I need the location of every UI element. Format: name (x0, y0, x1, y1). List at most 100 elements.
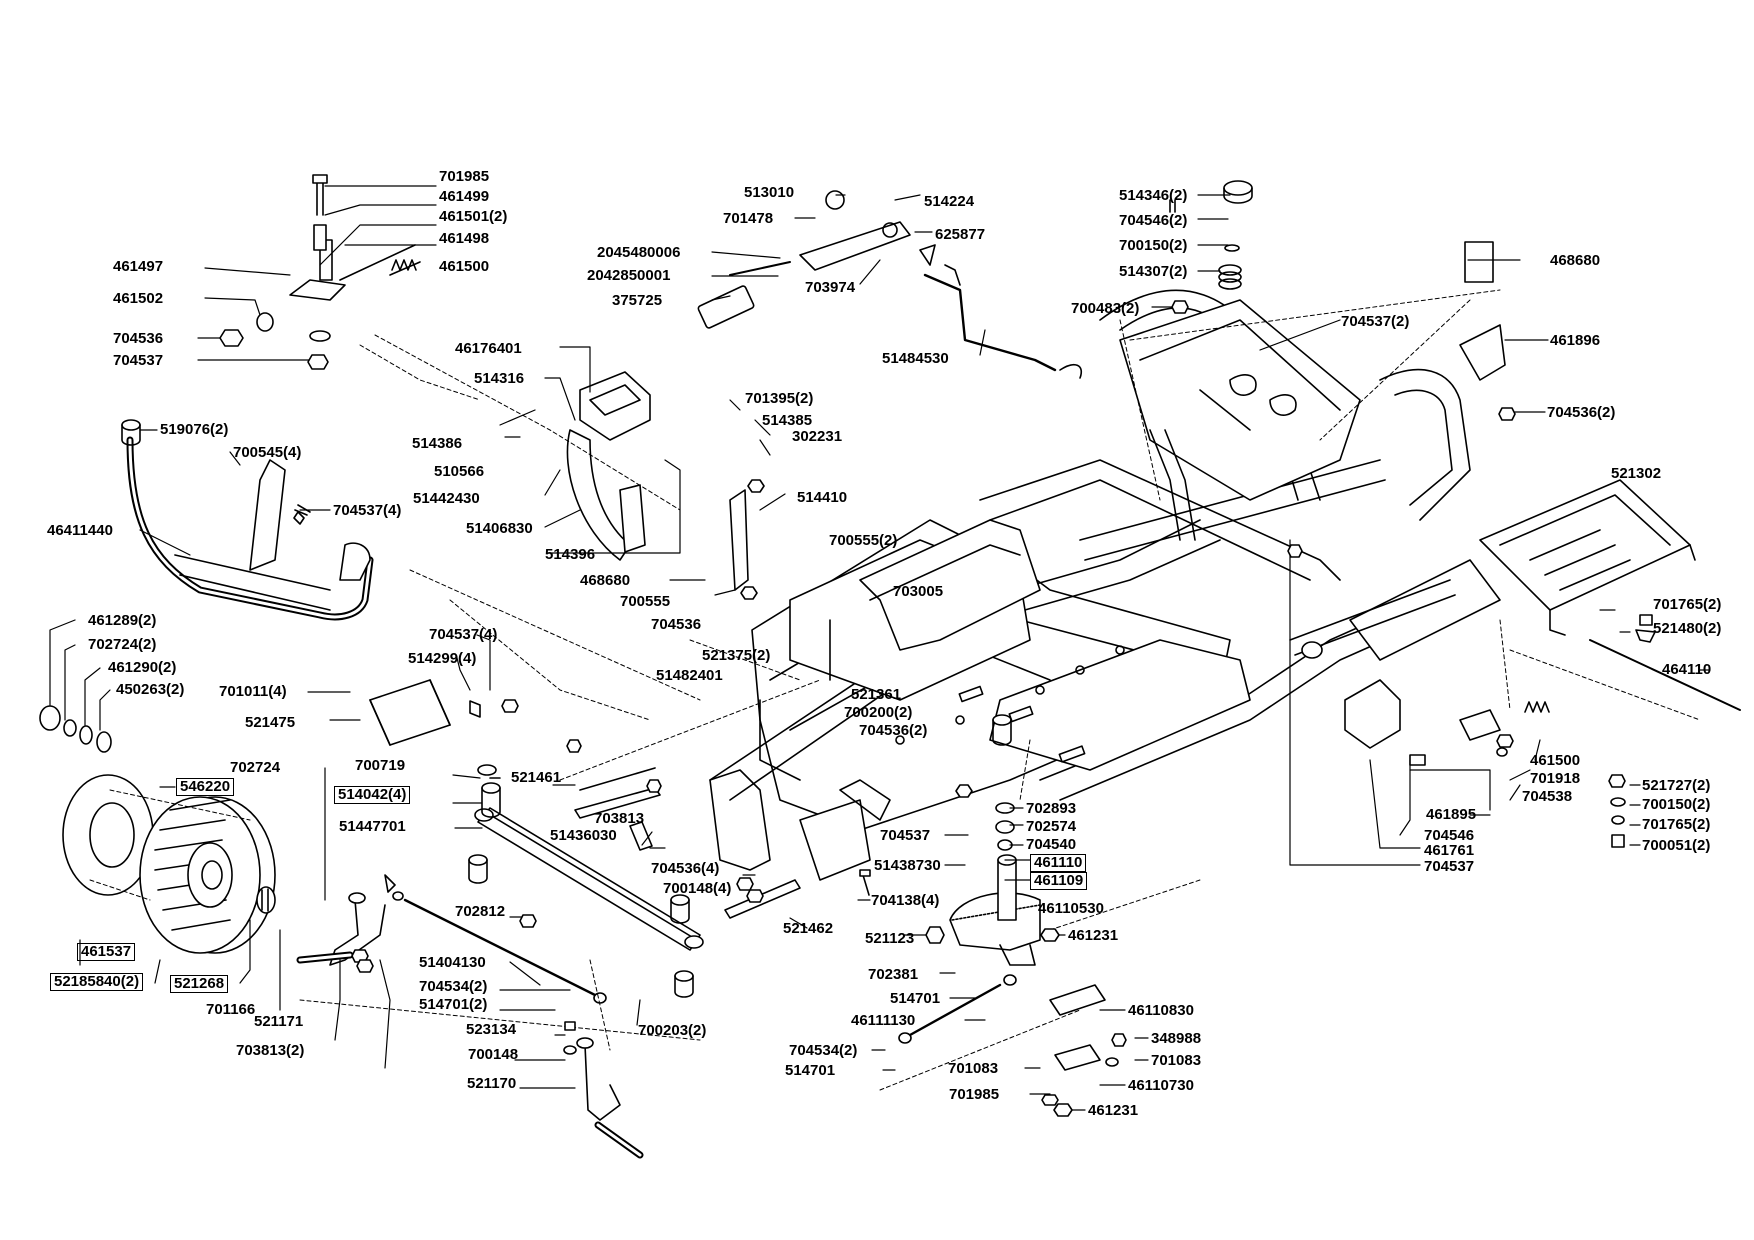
part-label: 700555(2) (829, 532, 898, 549)
part-label: 700719 (355, 757, 406, 774)
part-label: 461501(2) (439, 208, 508, 225)
part-label: 51482401 (656, 667, 723, 684)
part-label: 546220 (176, 778, 235, 796)
part-label: 461290(2) (108, 659, 177, 676)
part-label: 461502 (113, 290, 164, 307)
part-label: 521171 (254, 1013, 304, 1030)
part-label: 704537(4) (333, 502, 402, 519)
part-label: 704536(2) (1547, 404, 1616, 421)
part-label: 514042(4) (334, 786, 411, 804)
part-label: 464110 (1662, 661, 1712, 678)
part-label: 461761 (1424, 842, 1475, 859)
part-label: 514346(2) (1119, 187, 1188, 204)
part-label: 513010 (744, 184, 795, 201)
part-label: 468680 (580, 572, 631, 589)
part-label: 702381 (868, 966, 919, 983)
part-label: 51442430 (413, 490, 480, 507)
leader-lines (49, 185, 1711, 1111)
part-label: 704537 (1424, 858, 1475, 875)
part-label: 514701 (890, 990, 941, 1007)
front-axle (468, 782, 704, 998)
rear-plate (1479, 479, 1696, 636)
part-label: 461500 (1530, 752, 1581, 769)
part-label: 702812 (455, 903, 506, 920)
main-frame (709, 289, 1501, 881)
part-label: 703005 (893, 583, 944, 600)
part-label: 701478 (723, 210, 774, 227)
part-label: 704534(2) (789, 1042, 858, 1059)
part-label: 704546 (1424, 827, 1475, 844)
part-label: 461109 (1030, 872, 1088, 890)
part-label: 514316 (474, 370, 525, 387)
part-label: 702724 (230, 759, 281, 776)
part-label: 514410 (797, 489, 848, 506)
part-label: 701918 (1530, 770, 1581, 787)
part-label: 700051(2) (1642, 837, 1711, 854)
part-label: 514386 (412, 435, 463, 452)
part-label: 52185840(2) (50, 973, 144, 991)
part-label: 519076(2) (160, 421, 229, 438)
part-label: 703974 (805, 279, 856, 296)
part-label: 704536(4) (651, 860, 720, 877)
part-label: 702574 (1026, 818, 1077, 835)
part-label: 450263(2) (116, 681, 185, 698)
part-label: 521375(2) (702, 647, 771, 664)
part-label: 701985 (949, 1086, 1000, 1103)
spindles (296, 892, 644, 1159)
part-label: 461110 (1030, 854, 1087, 872)
part-label: 521268 (170, 975, 229, 993)
part-label: 461497 (113, 258, 164, 275)
hardware (219, 174, 1656, 1117)
part-label: 700545(4) (233, 444, 302, 461)
front-bumper (121, 419, 374, 621)
part-label: 704536(2) (859, 722, 928, 739)
part-label: 461499 (439, 188, 490, 205)
pedal-arm (697, 190, 936, 329)
part-label: 521462 (783, 920, 834, 937)
part-label: 702893 (1026, 800, 1077, 817)
part-label: 46110830 (1128, 1002, 1194, 1019)
part-label: 46110730 (1128, 1077, 1194, 1094)
part-label: 702724(2) (88, 636, 157, 653)
part-label: 700483(2) (1071, 300, 1140, 317)
part-label: 700150(2) (1119, 237, 1188, 254)
part-label: 521302 (1611, 465, 1662, 482)
part-label: 700148(4) (663, 880, 732, 897)
part-label: 521361 (851, 686, 902, 703)
part-label: 514701(2) (419, 996, 488, 1013)
part-label: 521123 (865, 930, 915, 947)
part-label: 51484530 (882, 350, 949, 367)
guide-lines (89, 289, 1701, 1091)
part-label: 510566 (434, 463, 485, 480)
part-label: 514396 (545, 546, 596, 563)
front-wheels (39, 705, 276, 954)
part-label: 461231 (1088, 1102, 1139, 1119)
part-label: 701395(2) (745, 390, 814, 407)
part-label: 461537 (77, 943, 136, 961)
part-label: 461500 (439, 258, 490, 275)
part-label: 461498 (439, 230, 490, 247)
part-label: 46111130 (851, 1012, 916, 1029)
pedal-shaft (923, 264, 1082, 379)
tie-rod (384, 874, 607, 1004)
part-label: 514307(2) (1119, 263, 1188, 280)
part-label: 701083 (948, 1060, 999, 1077)
part-label: 701083 (1151, 1052, 1202, 1069)
part-label: 51438730 (874, 857, 941, 874)
part-label: 703813(2) (236, 1042, 305, 1059)
part-label: 461231 (1068, 927, 1119, 944)
part-label: 461895 (1426, 806, 1477, 823)
part-label: 514224 (924, 193, 975, 210)
part-label: 704138(4) (871, 892, 940, 909)
part-label: 704537 (880, 827, 931, 844)
part-label: 46411440 (47, 522, 113, 539)
part-label: 701765(2) (1642, 816, 1711, 833)
part-label: 700148 (468, 1046, 519, 1063)
part-label: 625877 (935, 226, 986, 243)
part-label: 704540 (1026, 836, 1077, 853)
pedal (566, 371, 651, 561)
part-label: 2045480006 (597, 244, 681, 261)
part-label: 701765(2) (1653, 596, 1722, 613)
brackets (289, 180, 1741, 1071)
